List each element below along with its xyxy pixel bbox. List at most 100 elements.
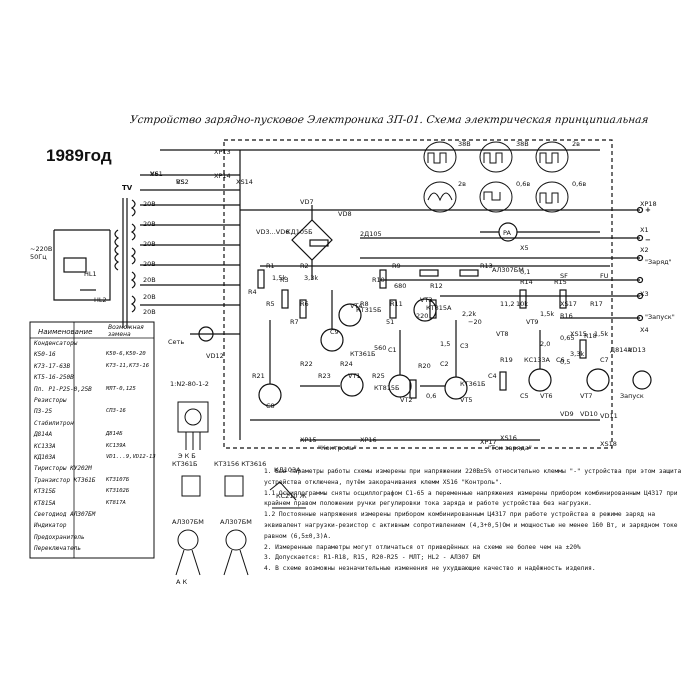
- label-kontrol: "Контроль": [318, 444, 357, 452]
- component-value: АЛ307БМ: [492, 266, 524, 274]
- pinout-label: КС210 Ж: [276, 492, 307, 500]
- component-designator: VD9: [560, 410, 574, 418]
- waveform-label: 38В: [516, 140, 529, 148]
- parts-table-name-cell: КТ815А: [34, 499, 56, 507]
- component-designator: VT9: [526, 318, 539, 326]
- component-designator: R7: [290, 318, 299, 326]
- note-item: 1.1 Осциллограммы сняты осциллографом С1…: [264, 489, 678, 508]
- component-designator: R19: [500, 356, 513, 364]
- component-designator: VT1: [348, 372, 361, 380]
- switch-SF: [63, 257, 87, 273]
- schematic-notes: 1. Все параметры работы схемы измерены п…: [264, 467, 684, 575]
- waveform-label: 0,6в: [572, 180, 587, 188]
- component-value: 10k: [516, 300, 529, 308]
- note-item: 1. Все параметры работы схемы измерены п…: [264, 468, 682, 486]
- component-designator: RS: [176, 178, 185, 186]
- component-value: 3,3k: [304, 274, 319, 282]
- component-value: 0,6: [426, 392, 437, 400]
- pinout-label: АЛ307БМ: [220, 518, 252, 526]
- component-value: 0,1: [520, 268, 531, 276]
- component-designator: R3: [280, 276, 289, 284]
- parts-table-name-cell: Тиристоры КУ202М: [34, 465, 92, 473]
- component-value: КТ815Б: [374, 384, 400, 392]
- year-label: 1989год: [46, 146, 112, 165]
- component-designator: VD8: [338, 210, 352, 218]
- parts-table-name-cell: Светодиод АЛ307БМ: [34, 511, 96, 518]
- label-pa: PA: [503, 229, 511, 237]
- mains-voltage: ~220В 50Гц: [30, 245, 53, 261]
- parts-table-replace-cell: Д814Б: [106, 431, 123, 438]
- parts-table-name-cell: Резисторы: [34, 397, 67, 404]
- component-designator: XP16: [360, 436, 377, 444]
- winding-label: 20В: [143, 293, 156, 301]
- component-designator: C1: [388, 346, 397, 354]
- parts-table-replace-cell: КТ817А: [106, 499, 126, 506]
- component-value: КТ315Б: [356, 306, 382, 314]
- waveform-panel: [423, 141, 569, 213]
- winding-label: 20В: [143, 276, 156, 284]
- component-designator: X3: [640, 290, 649, 298]
- mains-loop: [53, 230, 111, 301]
- component-designator: R21: [252, 372, 265, 380]
- parts-table-replace-cell: К50-6,К50-20: [106, 351, 146, 358]
- component-designator: R10: [372, 276, 385, 284]
- component-value: 560: [374, 344, 387, 352]
- parts-table: Наименование Возможная замена Конденсато…: [30, 322, 156, 558]
- pinout-label: КТ361Б: [172, 460, 198, 468]
- component-designator: VD12: [206, 352, 224, 360]
- terminal-zapusk: "Запуск": [645, 313, 675, 321]
- component-designator: R18: [584, 332, 597, 340]
- transistor-VT9: [586, 368, 610, 392]
- component-value: Д814А: [610, 346, 632, 354]
- component-designator: R22: [300, 360, 313, 368]
- component-designator: XS16: [500, 434, 517, 442]
- parts-table-frame: [29, 321, 155, 559]
- component-designator: C5: [520, 392, 529, 400]
- parts-table-replace-cell: СП3-16: [106, 408, 126, 415]
- label-set: Сеть: [168, 338, 185, 346]
- label-ton-zaryada: "Ток заряда": [488, 444, 532, 452]
- component-designator: HL2: [94, 296, 107, 304]
- note-item: 3. Допускается: R1-R18, R15, R20-R25 - М…: [264, 554, 481, 562]
- component-value: 220: [416, 312, 429, 320]
- pinout-label: КД103А: [274, 466, 301, 474]
- component-value: 2,2k: [462, 310, 477, 318]
- component-designator: SF: [560, 272, 568, 280]
- terminal-minus: −: [645, 236, 651, 244]
- component-designator: VT2: [400, 396, 413, 404]
- component-value: −20: [468, 318, 482, 326]
- waveform-label: 0,6в: [516, 180, 531, 188]
- component-designator: R25: [372, 372, 385, 380]
- component-designator: VT6: [540, 392, 553, 400]
- component-value: КТ361Б: [350, 350, 376, 358]
- component-designator: R16: [560, 312, 573, 320]
- component-designator: C2: [440, 360, 449, 368]
- waveform-label: 38В: [458, 140, 471, 148]
- component-value: 1,5k: [594, 330, 609, 338]
- parts-table-replace-cell: КТ3107Б: [106, 476, 130, 483]
- parts-table-name-cell: К50-16: [34, 351, 56, 359]
- component-designator: R13: [480, 262, 493, 270]
- component-designator: R11: [390, 300, 403, 308]
- parts-table-name-cell: Конденсаторы: [34, 340, 78, 347]
- component-designator: XS17: [560, 300, 577, 308]
- pinout-label: АЛ307БМ: [172, 518, 204, 526]
- component-designator: VT7: [580, 392, 593, 400]
- transistor-VT6: [338, 303, 362, 327]
- label-zapusk2: Запуск: [620, 392, 644, 400]
- component-designator: VD13: [628, 346, 646, 354]
- note-item: 1.2 Постоянные напряжения измерены прибо…: [264, 511, 678, 540]
- parts-table-header-name: Наименование: [38, 328, 93, 336]
- component-designator: C6: [556, 356, 565, 364]
- component-value: 1,5k: [272, 274, 287, 282]
- component-designator: R12: [430, 282, 443, 290]
- parts-table-name-cell: КТ5-16-250В: [34, 374, 74, 382]
- component-designator: X1: [640, 226, 649, 234]
- led-HL2: [632, 370, 652, 390]
- parts-table-name-cell: Индикатор: [34, 522, 67, 530]
- component-designator: X4: [640, 326, 649, 334]
- parts-table-replace-cell: КС139А: [106, 442, 126, 449]
- component-designator: R1: [266, 262, 275, 270]
- parts-table-name-cell: Транзистор КТ361Б: [34, 476, 96, 484]
